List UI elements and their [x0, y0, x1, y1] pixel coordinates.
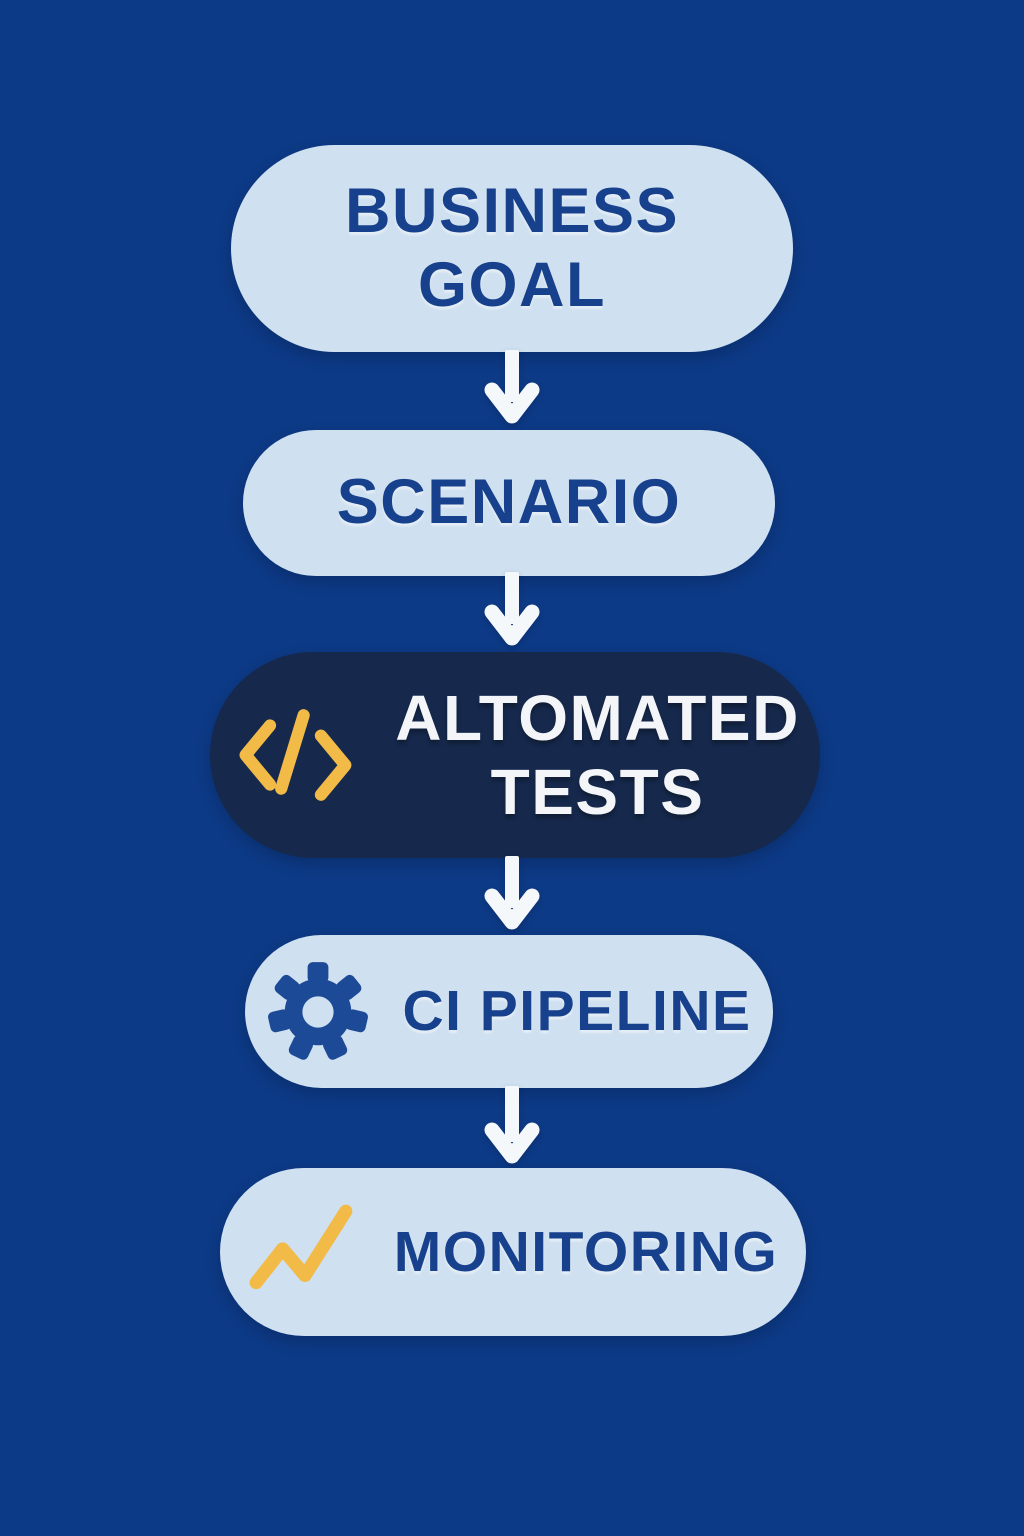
- arrow-down-icon: [484, 1086, 540, 1164]
- gear-icon: [268, 961, 369, 1060]
- node-scenario-label: SCENARIO: [336, 467, 682, 538]
- node-monitoring-label: MONITORING: [393, 1219, 779, 1284]
- node-automated-tests-label: ALTOMATED TESTS: [395, 681, 800, 828]
- node-ci-pipeline-label: CI PIPELINE: [402, 979, 752, 1044]
- arrow-down-icon: [484, 572, 540, 646]
- node-scenario: SCENARIO: [243, 430, 775, 576]
- arrow-down-icon: [484, 350, 540, 424]
- node-ci-pipeline: CI PIPELINE: [245, 935, 773, 1088]
- node-automated-tests: ALTOMATED TESTS: [210, 652, 820, 858]
- node-business-goal-label: BUSINESS GOAL: [344, 176, 680, 320]
- node-monitoring: MONITORING: [220, 1168, 806, 1336]
- arrow-down-icon: [484, 856, 540, 930]
- node-business-goal: BUSINESS GOAL: [231, 145, 793, 352]
- trend-line-icon: [249, 1204, 353, 1290]
- code-brackets-icon: [239, 709, 352, 801]
